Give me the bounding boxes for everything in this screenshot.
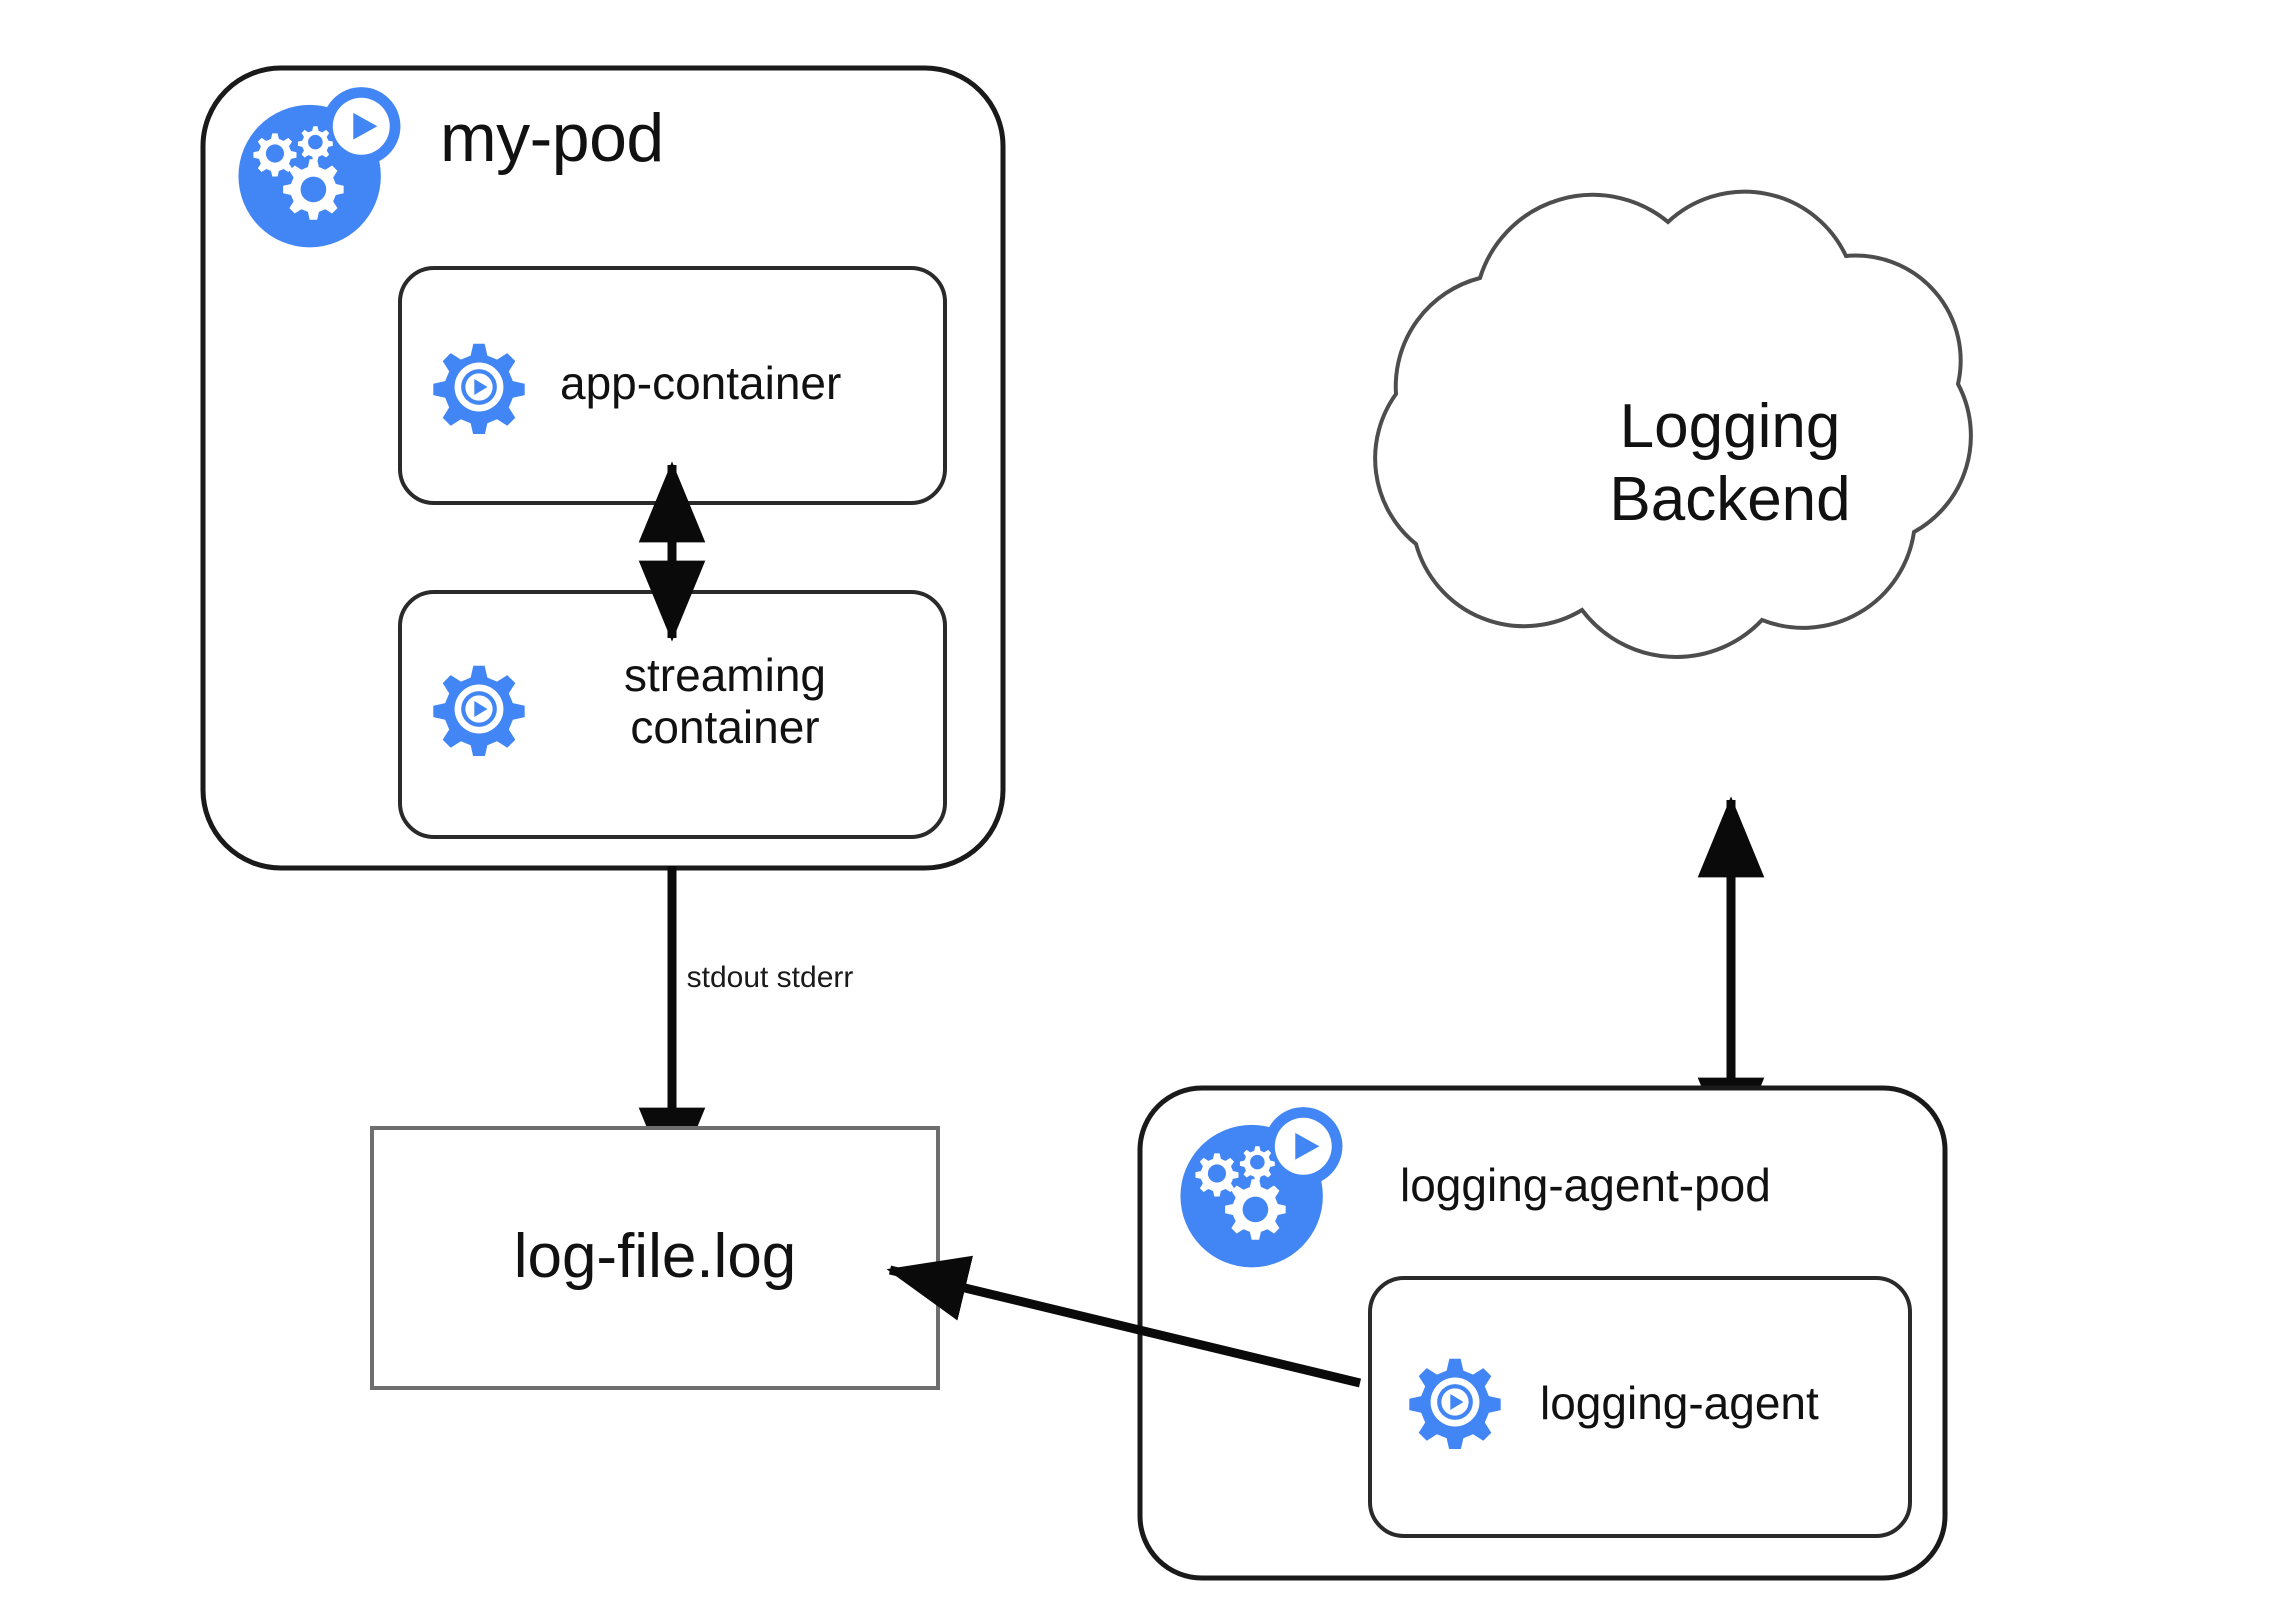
streaming-container-label: streaming container xyxy=(624,649,826,753)
edge-logging-agent-to-logfile xyxy=(886,1255,1362,1388)
container-icon xyxy=(433,343,525,434)
container-icon xyxy=(1409,1358,1501,1449)
stdout-stderr-label: stdout stderr xyxy=(686,961,854,994)
logging-agent-box xyxy=(1368,1276,1912,1538)
logging-agent-label: logging-agent xyxy=(1540,1377,1819,1429)
log-file-label: log-file.log xyxy=(513,1222,797,1291)
app-container-label: app-container xyxy=(560,357,842,409)
my-pod-label: my-pod xyxy=(440,100,664,176)
logging-agent-pod-label: logging-agent-pod xyxy=(1400,1159,1771,1211)
logging-backend-cloud xyxy=(1373,189,1973,659)
log-file-box xyxy=(370,1126,940,1390)
logging-backend-label: Logging Backend xyxy=(1609,392,1851,535)
container-icon xyxy=(433,665,525,756)
